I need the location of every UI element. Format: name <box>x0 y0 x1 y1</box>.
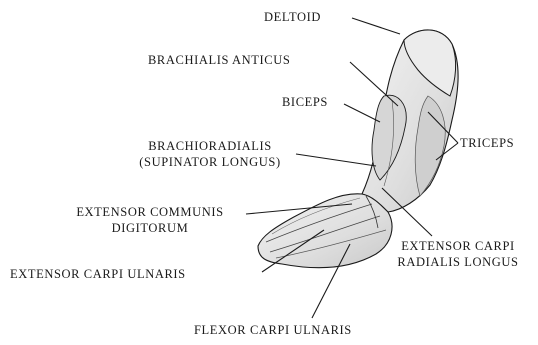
leader-biceps <box>344 104 380 122</box>
label-brachioradialis: BRACHIORADIALIS (SUPINATOR LONGUS) <box>122 138 298 170</box>
label-brachioradialis-line1: BRACHIORADIALIS <box>122 138 298 154</box>
label-triceps: TRICEPS <box>460 135 514 151</box>
label-extensor-communis: EXTENSOR COMMUNIS DIGITORUM <box>52 204 248 236</box>
label-extensor-carpi-radialis-line1: EXTENSOR CARPI <box>382 238 534 254</box>
leader-deltoid <box>352 18 400 34</box>
label-extensor-communis-line1: EXTENSOR COMMUNIS <box>52 204 248 220</box>
label-extensor-carpi-radialis: EXTENSOR CARPI RADIALIS LONGUS <box>382 238 534 270</box>
label-extensor-carpi-radialis-line2: RADIALIS LONGUS <box>382 254 534 270</box>
label-extensor-communis-line2: DIGITORUM <box>52 220 248 236</box>
label-brachialis-anticus: BRACHIALIS ANTICUS <box>148 52 290 68</box>
label-deltoid: DELTOID <box>264 9 321 25</box>
label-flexor-carpi-ulnaris: FLEXOR CARPI ULNARIS <box>194 322 352 338</box>
forearm-shape <box>258 194 392 268</box>
label-biceps: BICEPS <box>282 94 328 110</box>
label-brachioradialis-line2: (SUPINATOR LONGUS) <box>122 154 298 170</box>
leader-brachioradialis <box>296 154 376 166</box>
label-extensor-carpi-ulnaris: EXTENSOR CARPI ULNARIS <box>10 266 186 282</box>
